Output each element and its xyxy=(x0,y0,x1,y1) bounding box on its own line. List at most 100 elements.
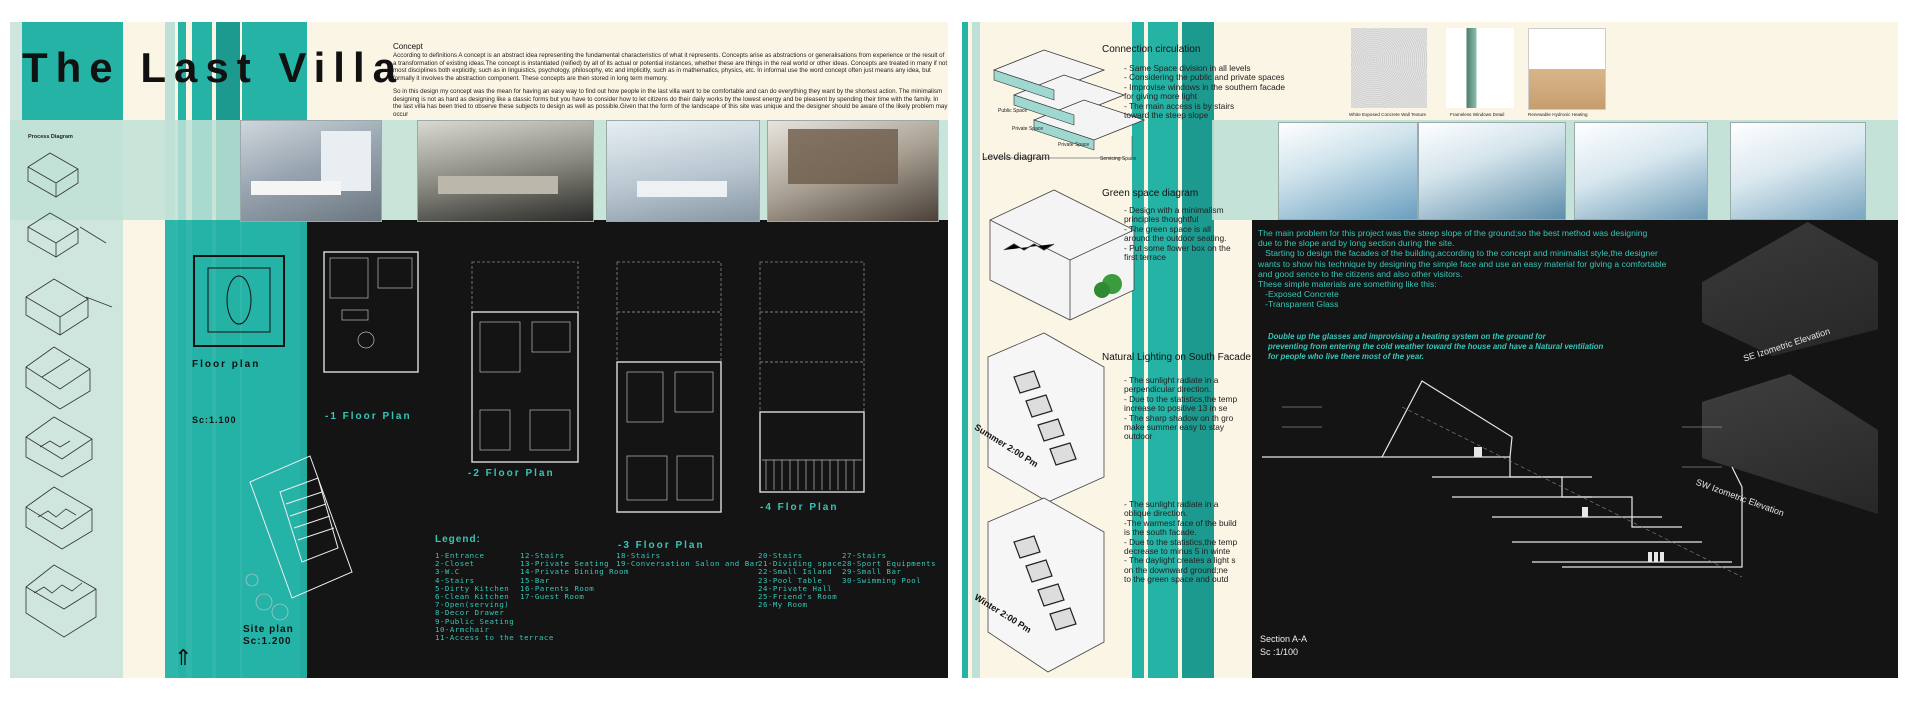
plan-minus2-label: -2 Floor Plan xyxy=(468,468,555,479)
concept-heading: Concept xyxy=(393,42,423,51)
window-caption: Frameless Windows Detail xyxy=(1450,112,1505,117)
bullet-line: for giving more light xyxy=(1124,91,1198,102)
exterior-render-1 xyxy=(1278,122,1418,220)
bullet-line: oblique direction. xyxy=(1124,508,1188,519)
legend-item: 1-Entrance xyxy=(435,551,485,560)
site-plan-scale: Sc:1.200 xyxy=(243,636,292,647)
legend-item: 18-Stairs xyxy=(616,551,661,560)
bullet-line: - The sharp shadow on th gro xyxy=(1124,412,1234,423)
floor-plan-scale: Sc:1.100 xyxy=(192,415,237,425)
winter-bullets: - The sunlight radiate in a oblique dire… xyxy=(1124,499,1238,585)
bullet-line: -The warmest face of the build xyxy=(1124,517,1237,528)
levels-private-space-label-1: Private Space xyxy=(1012,126,1044,132)
legend-item: 2-Closet xyxy=(435,559,475,569)
floor-plan-drawing xyxy=(193,255,285,347)
green-space-bullets: - Design with a minimalism principles th… xyxy=(1124,205,1231,263)
bullet-line: - Due to the statistics,the temp xyxy=(1124,536,1238,547)
green-space-heading: Green space diagram xyxy=(1102,188,1199,199)
legend-item: 26-My Room xyxy=(758,600,808,610)
bullet-line: make summer easy to stay xyxy=(1124,422,1225,433)
legend-item: 11-Access to the terrace xyxy=(435,633,554,643)
winter-lighting-drawing xyxy=(987,497,1105,673)
interior-render-lounge xyxy=(606,120,760,222)
connection-bullets: - Same Space division in all levels- Con… xyxy=(1124,63,1286,120)
legend-item: 21-Dividing space xyxy=(758,559,843,569)
north-arrow-icon: ⇑ xyxy=(174,645,193,670)
right-band-4 xyxy=(1148,22,1178,678)
text-line: Starting to design the facades of the bu… xyxy=(1258,248,1658,259)
floor-plan-label: Floor plan xyxy=(192,359,261,370)
legend-item: 30-Swimming Pool xyxy=(842,575,922,585)
legend-item: 7-Open(serving) xyxy=(435,600,510,610)
natural-lighting-heading: Natural Lighting on South Facade xyxy=(1102,352,1251,363)
legend-item: 8-Decor Drawer xyxy=(435,608,505,618)
legend-item: 15-Bar xyxy=(520,575,550,585)
bullet-line: - Same Space division in all levels xyxy=(1124,63,1251,73)
text-line: for people who live there most of the ye… xyxy=(1268,352,1424,362)
bullet-line: - The sunlight radiate in a xyxy=(1124,499,1219,509)
interior-render-living xyxy=(417,120,594,222)
project-title: The Last Villa xyxy=(22,44,404,91)
text-line: and good sence to the citizens and also … xyxy=(1258,268,1463,279)
legend-item: 6-Clean Kitchen xyxy=(435,592,510,602)
connection-heading: Connection circulation xyxy=(1102,44,1201,55)
italic-description: Double up the glasses and improvising a … xyxy=(1268,332,1603,363)
text-line: The main problem for this project was th… xyxy=(1258,228,1648,238)
dark-plans-panel xyxy=(300,220,948,678)
legend-item: 22-Small Island xyxy=(758,567,833,577)
legend-item: 16-Parents Room xyxy=(520,583,595,593)
legend-item: 5-Dirty Kitchen xyxy=(435,583,510,593)
section-aa-drawing xyxy=(1262,380,1743,578)
site-plan-label: Site plan xyxy=(243,624,294,635)
right-band-2 xyxy=(972,22,980,678)
summer-lighting-drawing xyxy=(987,332,1105,503)
bullet-line: perpendicular direction. xyxy=(1124,384,1212,395)
bullet-line: - The main access is by stairs xyxy=(1124,100,1235,111)
bullet-line: on the downward ground;ne xyxy=(1124,564,1228,575)
natural-lighting-bullets: - The sunlight radiate in a perpendicula… xyxy=(1124,375,1237,442)
levels-diagram-label: Levels diagram xyxy=(982,152,1050,163)
legend-item: 14-Private Dining Room xyxy=(520,567,629,577)
plan-minus4-label: -4 Flor Plan xyxy=(760,502,839,513)
heating-caption: Renewable Hydronic Heating xyxy=(1528,112,1588,117)
exterior-render-2 xyxy=(1418,122,1566,220)
legend-item: 9-Public Seating xyxy=(435,616,515,626)
levels-servicing-space-label: Servicing Space xyxy=(1100,156,1137,162)
levels-diagram-drawing xyxy=(984,49,1146,159)
bullet-line: - The daylight creates a light s xyxy=(1124,555,1236,566)
bullet-line: increase to positive 13 in se xyxy=(1124,403,1228,414)
bullet-line: - The sunlight radiate in a xyxy=(1124,375,1219,385)
text-line: Double up the glasses and improvising a … xyxy=(1268,332,1546,341)
bullet-line: first terrace xyxy=(1124,252,1166,263)
bullet-line: to the green space and outd xyxy=(1124,574,1229,585)
floor-plan-minus3-drawing xyxy=(616,261,722,513)
right-band-5 xyxy=(1182,22,1214,678)
text-line: These simple materials are something lik… xyxy=(1258,279,1437,290)
plan-minus1-label: -1 Floor Plan xyxy=(325,411,412,422)
legend-title: Legend: xyxy=(435,534,481,545)
concrete-caption: White Exposed Concrete Wall Texture xyxy=(1349,112,1427,117)
legend-item: 10-Armchair xyxy=(435,624,490,634)
bullet-line: outdoor xyxy=(1124,431,1153,442)
bullet-line: is the south facade. xyxy=(1124,527,1197,538)
legend-item: 23-Pool Table xyxy=(758,575,823,585)
plan-minus3-label: -3 Floor Plan xyxy=(618,540,705,551)
interior-render-kitchen xyxy=(240,120,382,222)
legend-item: 19-Conversation Salon and Bar xyxy=(616,559,760,569)
right-band-1 xyxy=(962,22,968,678)
left-sheet: The Last Villa Concept According to defi… xyxy=(10,22,948,678)
bullet-line: decrease to minus 5 in winte xyxy=(1124,546,1231,557)
text-line: -Transparent Glass xyxy=(1258,299,1339,310)
bullet-line: - Considering the public and private spa… xyxy=(1124,72,1285,83)
bullet-line: - The green space is all xyxy=(1124,223,1211,234)
legend-item: 12-Stairs xyxy=(520,551,565,560)
bullet-line: - Improvise windows in the southern faca… xyxy=(1124,81,1286,92)
legend-item: 29-Small Bar xyxy=(842,567,902,577)
concept-paragraph-2: So in this design my concept was the mea… xyxy=(393,88,948,118)
floor-plan-minus2-drawing xyxy=(471,261,579,463)
text-line: preventing from entering the cold weathe… xyxy=(1268,342,1604,352)
